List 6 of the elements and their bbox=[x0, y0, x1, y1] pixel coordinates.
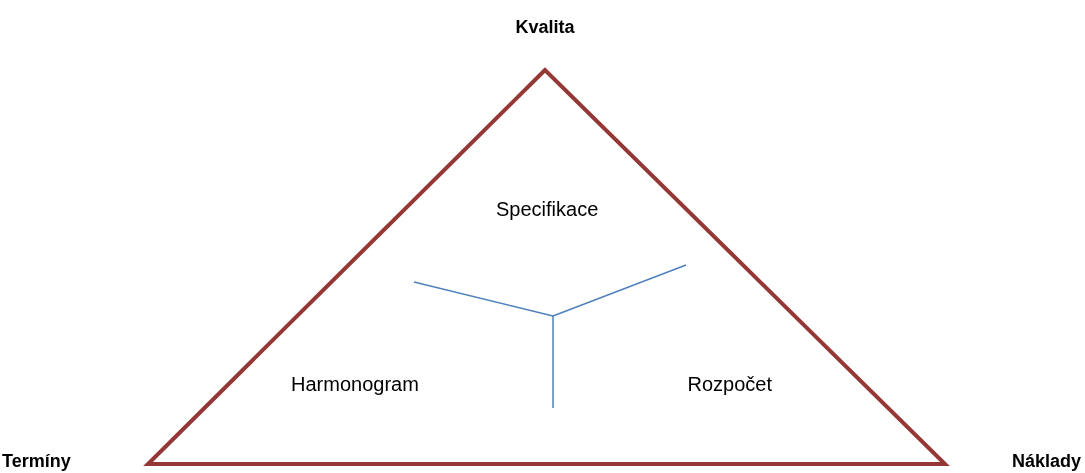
area-label: Harmonogram bbox=[291, 373, 419, 396]
vertex-label: Náklady bbox=[1012, 451, 1082, 472]
vertex-label: Termíny bbox=[2, 451, 71, 472]
area-label: Rozpočet bbox=[687, 373, 772, 396]
area-label: Specifikace bbox=[496, 198, 599, 221]
vertex-label: Kvalita bbox=[515, 17, 575, 38]
